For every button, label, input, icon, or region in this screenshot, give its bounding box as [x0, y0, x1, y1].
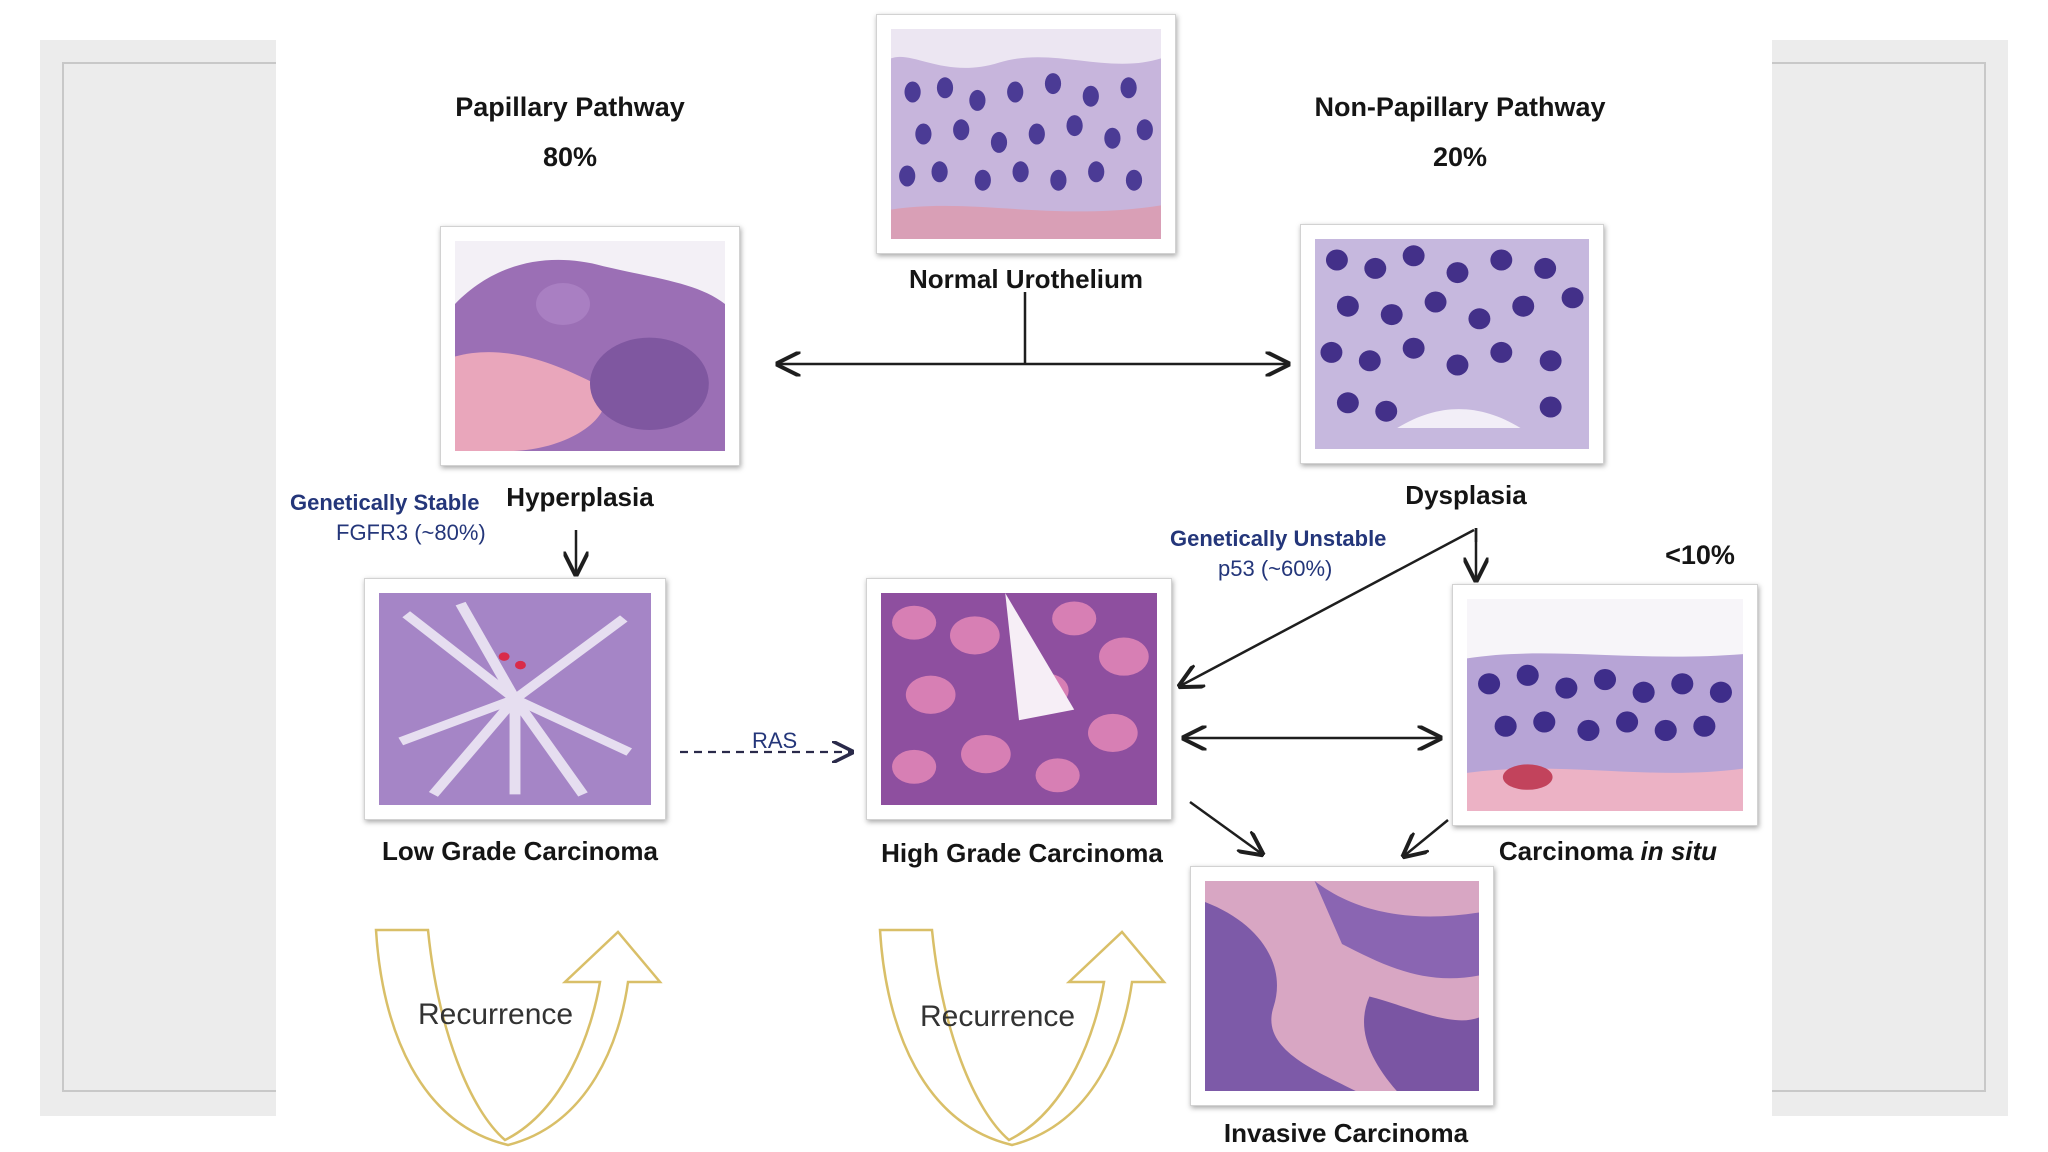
low-grade-carcinoma-label: Low Grade Carcinoma [382, 836, 658, 866]
genetically-unstable-label: Genetically Unstable [1170, 526, 1387, 551]
carcinoma-in-situ-image [1452, 584, 1758, 826]
carcinoma-in-situ-italic: in situ [1640, 836, 1718, 866]
normal-urothelium-label: Normal Urothelium [908, 264, 1144, 294]
papillary-pathway-title: Papillary Pathway [455, 92, 685, 122]
hyperplasia-label: Hyperplasia [506, 482, 654, 512]
high-grade-carcinoma-image [866, 578, 1172, 820]
cis-to-invasive-arrow [1404, 819, 1449, 856]
genetically-stable-label: Genetically Stable [290, 490, 480, 515]
low-grade-carcinoma-image [364, 578, 666, 820]
ras-label: RAS [752, 728, 798, 753]
high-grade-to-invasive-arrow [1189, 800, 1262, 854]
recurrence-label-right: Recurrence [920, 1000, 1076, 1033]
carcinoma-in-situ-label: Carcinoma in situ [1452, 836, 1764, 867]
dysplasia-label: Dysplasia [1405, 480, 1527, 510]
recurrence-label-left: Recurrence [418, 998, 574, 1031]
hyperplasia-image [440, 226, 740, 466]
recurrence-arrow-right [878, 928, 1167, 1147]
normal-urothelium-image [876, 14, 1176, 254]
dysplasia-image [1300, 224, 1604, 464]
invasive-carcinoma-label: Invasive Carcinoma [1223, 1118, 1469, 1148]
carcinoma-in-situ-prefix: Carcinoma [1498, 836, 1641, 866]
cis-percent-label: <10% [1665, 540, 1735, 570]
dysplasia-to-high-grade-arrow [1180, 528, 1475, 686]
non-papillary-pathway-percent: 20% [1432, 142, 1488, 172]
p53-marker-label: p53 (~60%) [1218, 556, 1333, 581]
recurrence-arrow-left [374, 928, 663, 1147]
invasive-carcinoma-image [1190, 866, 1494, 1106]
high-grade-carcinoma-label: High Grade Carcinoma [881, 838, 1163, 868]
papillary-pathway-percent: 80% [542, 142, 598, 172]
non-papillary-pathway-title: Non-Papillary Pathway [1314, 92, 1606, 122]
fgfr3-marker-label: FGFR3 (~80%) [336, 520, 486, 545]
